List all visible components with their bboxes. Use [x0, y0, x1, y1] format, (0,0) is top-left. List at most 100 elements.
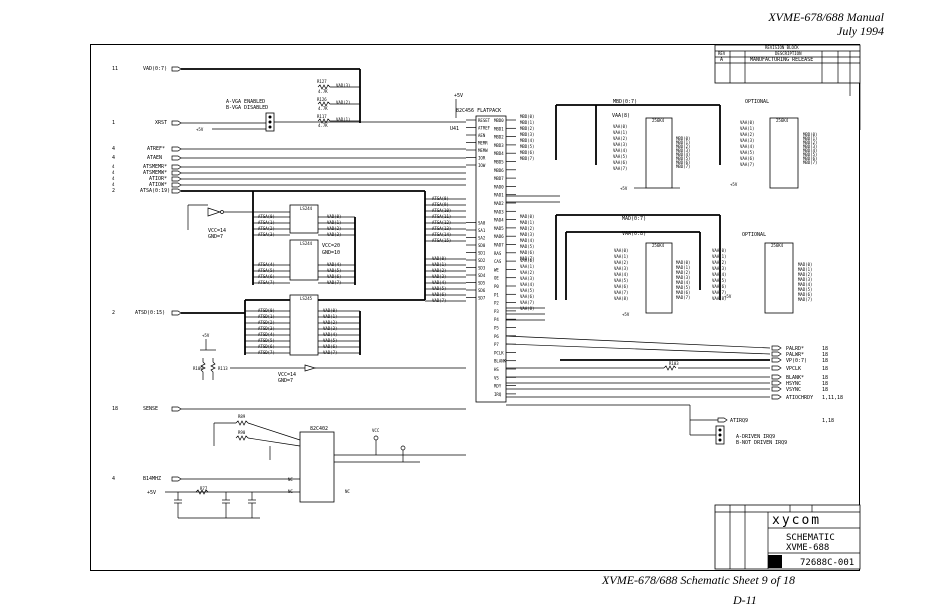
- net-label: VAD(5): [327, 268, 341, 273]
- net-label: MBD(4): [520, 138, 534, 143]
- pin-label: P3: [494, 309, 499, 314]
- net-label: MBD(6): [676, 160, 690, 165]
- right-ports: PALRD* 18 PALWR* 18 VP(0:7) 18 R103 VPCL…: [505, 335, 843, 446]
- net-label: VAA(6): [614, 284, 628, 289]
- net-label: ATSD(4): [258, 332, 275, 337]
- pin-label: P5: [494, 326, 499, 331]
- resistor-ref: R77: [200, 486, 208, 491]
- company-logo: xycom: [772, 513, 821, 528]
- net-label: MAD(1): [798, 267, 812, 272]
- net-label: VAA(1): [740, 126, 754, 131]
- pin-label: MAD3: [494, 209, 504, 214]
- page-number: D-11: [733, 593, 757, 607]
- net-label: MBD(5): [676, 156, 690, 161]
- vga-disabled-label: B-VGA DISABLED: [226, 105, 268, 111]
- net-label: MAD(4): [676, 280, 690, 285]
- vcc-label: +5V: [454, 93, 463, 99]
- port-sheet: 1,11,18: [822, 395, 843, 401]
- net-label: ATSA(1): [258, 220, 275, 225]
- net-label: ATSA(11): [432, 214, 451, 219]
- net-label: VAA(2): [740, 132, 754, 137]
- pin-label: SA0: [478, 221, 486, 226]
- net-label: VAA(7): [712, 290, 726, 295]
- vaa-bus-label: VAA(0:8): [622, 231, 646, 237]
- port-sheet: 1,18: [822, 418, 834, 424]
- net-label: MAD(6): [676, 290, 690, 295]
- net-label: MBD(0): [676, 136, 690, 141]
- revision-block: REVISION BLOCK REV DESCRIPTION A MANUFAC…: [714, 44, 861, 130]
- net-label: MAD(4): [798, 282, 812, 287]
- atsa-right: ATSA(8)ATSA(9)ATSA(10)ATSA(11)ATSA(12)AT…: [425, 196, 466, 303]
- chip-label: 256K4: [652, 118, 665, 123]
- net-label: MBD(5): [520, 144, 534, 149]
- port-sheet: 4: [112, 176, 115, 181]
- pin-label: SD3: [478, 266, 486, 271]
- net-label: VAD(7): [323, 350, 337, 355]
- net-label: VAA(0): [614, 248, 628, 253]
- port-vpclk: VPCLK: [786, 366, 801, 372]
- pin-label: WE: [494, 267, 499, 272]
- schematic-model: XVME-688: [786, 543, 829, 553]
- net-label: MAD(5): [676, 285, 690, 290]
- net-label: VAA(5): [520, 288, 534, 293]
- pin-label: P6: [494, 334, 499, 339]
- net-label: VAD(4): [327, 262, 341, 267]
- port-atiow: ATIOW*: [149, 182, 167, 188]
- chip-label: 256K4: [776, 118, 789, 123]
- net-label: ATSA(0): [258, 214, 275, 219]
- pin-label: MAD7: [494, 243, 504, 248]
- net-label: MBD(4): [803, 148, 817, 153]
- pin-label: P2: [494, 301, 499, 306]
- net-label: MBD(1): [803, 136, 817, 141]
- pin-label: MBD5: [494, 160, 504, 165]
- port-atsmemw: ATSMEMW*: [143, 170, 167, 176]
- port-sheet: 4: [112, 170, 115, 175]
- net-label: VAD(5): [323, 338, 337, 343]
- net-label: ATSA(5): [258, 268, 275, 273]
- net-label: VAA(2): [613, 136, 627, 141]
- resistor-ref: R117: [317, 114, 327, 119]
- net-label: VAA(4): [520, 282, 534, 287]
- pullup-resistors: R127 4.7K R126 4.7K R117 4.7K VAD(3) VAD…: [317, 68, 361, 128]
- net-label: MAD(2): [520, 226, 534, 231]
- net-label: VAA(4): [613, 148, 627, 153]
- net-label: MBD(3): [676, 148, 690, 153]
- net-label: VAA(0): [712, 248, 726, 253]
- net-label: VAA(1): [614, 254, 628, 259]
- net-label: VAA(1): [712, 254, 726, 259]
- pin-label: MAD0: [494, 184, 504, 189]
- net-label: MAD(0): [798, 262, 812, 267]
- revision-col-desc: DESCRIPTION: [775, 51, 802, 56]
- port-sheet: 4: [112, 155, 115, 161]
- port-vad: VAD(0:7): [143, 66, 167, 72]
- net-label: ATSA(13): [432, 226, 451, 231]
- net-label: MBD(1): [520, 120, 534, 125]
- pin-label: RESET: [478, 118, 491, 123]
- net-label: VAA(5): [740, 150, 754, 155]
- net-label: MBD(1): [676, 140, 690, 145]
- net-label: VAA(6): [740, 156, 754, 161]
- dram-label: VAA(8): [612, 113, 630, 119]
- pin-label: SD5: [478, 281, 486, 286]
- net-label: VAD(2): [327, 226, 341, 231]
- main-controller-chip: +5V 82C456 FLATPACK U41 RESETATREFAENMEM…: [450, 93, 516, 403]
- net-label: MBD(3): [803, 144, 817, 149]
- net-label: MBD(7): [803, 160, 817, 165]
- pin-label: MBD6: [494, 168, 504, 173]
- net-label: ATSD(6): [258, 344, 275, 349]
- pin-label: RDY: [494, 384, 502, 389]
- net-label: MBD(0): [803, 132, 817, 137]
- pin-label: MEMR: [478, 141, 488, 146]
- net-label: VAD(7): [432, 298, 446, 303]
- net-label: VAA(4): [740, 144, 754, 149]
- revision-letter: A: [720, 57, 723, 63]
- pin-label: CAS: [494, 259, 502, 264]
- pin-label: MAD2: [494, 201, 504, 206]
- irq-b-label: B-NOT DRIVEN IRQ9: [736, 440, 787, 446]
- net-label: VAD(1): [327, 220, 341, 225]
- net-label: MAD(6): [798, 292, 812, 297]
- net-label: VAD(3): [336, 83, 350, 88]
- schematic-sheet: [90, 44, 860, 571]
- plus5-label: +5V: [196, 127, 204, 132]
- net-label: ATSA(3): [258, 232, 275, 237]
